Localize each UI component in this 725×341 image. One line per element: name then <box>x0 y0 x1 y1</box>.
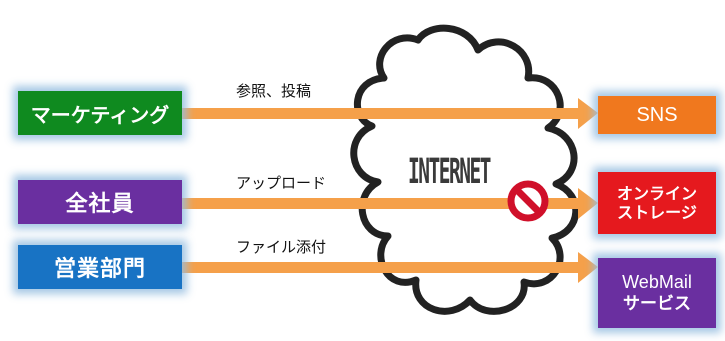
flow-arrows <box>182 98 598 283</box>
source-box-sales: 営業部門 <box>18 245 182 289</box>
flow-label-file-attach: ファイル添付 <box>236 238 327 256</box>
arrow-shaft-storage <box>182 198 580 209</box>
destination-box-webmail: WebMail サービス <box>598 258 716 328</box>
blocked-icon <box>507 180 549 222</box>
flow-label-reference-post: 参照、投稿 <box>236 82 312 100</box>
destination-box-sns: SNS <box>598 96 716 134</box>
destination-label-storage-line2: ストレージ <box>617 203 697 222</box>
flow-label-upload: アップロード <box>236 174 327 192</box>
destination-label-webmail-line2: サービス <box>623 293 691 314</box>
destination-label-webmail-line1: WebMail <box>622 272 692 292</box>
destination-box-online-storage: オンライン ストレージ <box>598 172 716 234</box>
arrow-shaft-sns <box>182 108 580 119</box>
destination-label-storage-line1: オンライン <box>616 183 697 203</box>
flow-arrow-webmail <box>182 252 598 283</box>
source-box-all-employees: 全社員 <box>18 180 182 224</box>
arrow-head-sns <box>578 98 598 129</box>
source-box-marketing: マーケティング <box>18 91 182 135</box>
destination-label-sns: SNS <box>636 103 678 126</box>
arrow-shaft-webmail <box>182 262 580 273</box>
arrow-head-storage <box>578 188 598 219</box>
flow-arrow-storage <box>182 188 598 219</box>
internet-cloud <box>350 24 580 315</box>
internet-cloud-outline <box>350 24 580 315</box>
flow-arrow-sns <box>182 98 598 129</box>
internet-label: INTERNET <box>408 152 491 193</box>
arrow-head-webmail <box>578 252 598 283</box>
